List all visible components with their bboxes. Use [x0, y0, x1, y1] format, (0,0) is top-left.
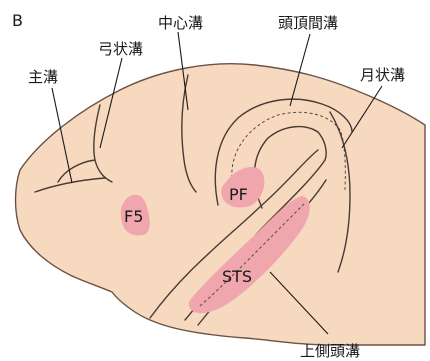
- label-sts-sulcus: 上側頭溝: [300, 342, 360, 360]
- label-central-sulcus: 中心溝: [158, 14, 203, 32]
- label-area-f5: F5: [124, 207, 143, 226]
- label-area-pf: PF: [229, 185, 248, 204]
- panel-label: B: [12, 11, 23, 30]
- label-intraparietal-sulcus: 頭頂間溝: [278, 14, 338, 32]
- label-arcuate-sulcus: 弓状溝: [98, 40, 143, 58]
- label-area-sts: STS: [222, 267, 252, 286]
- label-lunate-sulcus: 月状溝: [360, 66, 405, 84]
- label-principal-sulcus: 主溝: [28, 68, 58, 86]
